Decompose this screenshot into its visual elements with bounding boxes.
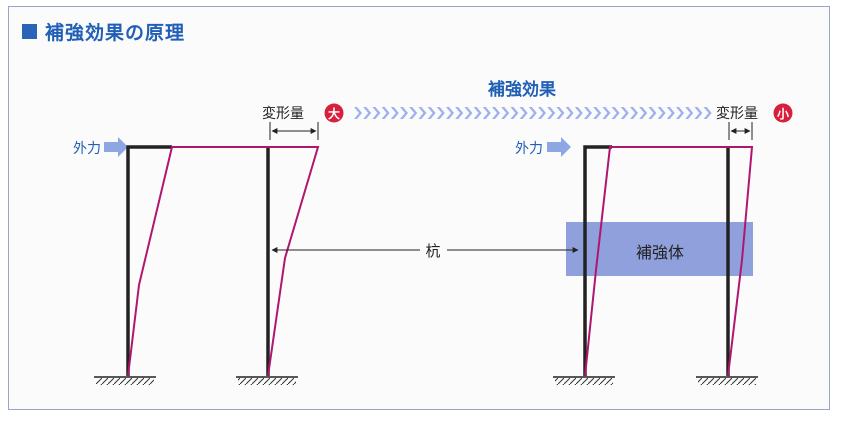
chevron-icon [482, 107, 491, 119]
pile-callout: 杭 [271, 242, 579, 260]
chevron-icon [676, 107, 684, 119]
ground-support-left-1 [94, 376, 156, 385]
external-force-left: 外力 [73, 137, 128, 157]
chevron-icon [528, 107, 537, 119]
chevron-icon [464, 107, 473, 119]
chevron-icon [510, 107, 519, 119]
deformation-dimension-right [728, 122, 753, 140]
reinforcement-label: 補強体 [636, 243, 684, 262]
large-badge: 大 [324, 103, 344, 123]
chevron-icon [381, 107, 390, 119]
external-force-right: 外力 [515, 137, 571, 157]
chevron-icon [593, 107, 602, 119]
chevron-icon [584, 107, 592, 119]
chevron-icon [418, 107, 427, 119]
deformation-label-right: 変形量 [716, 105, 758, 122]
small-badge: 小 [773, 103, 793, 123]
chevron-icon [565, 107, 574, 119]
svg-text:外力: 外力 [73, 141, 101, 157]
chevron-icon [363, 107, 372, 119]
chevron-icon [538, 107, 546, 119]
chevron-icon [657, 107, 666, 119]
diagram-title-bar: 補強効果の原理 [22, 18, 185, 45]
deformation-dimension-left [269, 122, 319, 140]
pile-label: 杭 [425, 242, 440, 260]
chevron-icon [574, 107, 583, 119]
ground-support-left-2 [236, 376, 298, 385]
chevron-icon [427, 107, 436, 119]
chevron-icon [685, 107, 694, 119]
svg-text:大: 大 [328, 106, 340, 121]
chevron-icon [556, 107, 565, 119]
chevron-icon [409, 107, 418, 119]
chevron-icon [611, 107, 620, 119]
chevron-icon [666, 107, 675, 119]
chevron-icon [354, 107, 362, 119]
chevron-icon [639, 107, 648, 119]
deformation-label-left: 変形量 [262, 105, 304, 122]
chevron-icon [630, 107, 638, 119]
frame-unreinforced [94, 145, 320, 385]
chevron-icon [602, 107, 611, 119]
chevron-icon [473, 107, 482, 119]
ground-support-right-2 [696, 376, 758, 385]
chevron-icon [372, 107, 381, 119]
diagram-frame [8, 6, 830, 410]
chevron-icon [620, 107, 629, 119]
chevron-icon [547, 107, 556, 119]
diagram-title: 補強効果の原理 [45, 22, 186, 44]
chevron-icon [446, 107, 454, 119]
chevron-icon [436, 107, 445, 119]
frame-reinforced: 補強体 [553, 145, 758, 385]
chevron-icon [501, 107, 510, 119]
chevron-icon [492, 107, 500, 119]
svg-text:外力: 外力 [515, 141, 543, 157]
chevron-icon [694, 107, 703, 119]
svg-text:小: 小 [777, 106, 789, 121]
chevron-icon [703, 107, 712, 119]
chevron-icon [519, 107, 528, 119]
chevron-icon [648, 107, 657, 119]
chevron-icon [390, 107, 399, 119]
ground-support-right-1 [553, 376, 615, 385]
title-square-icon [22, 24, 37, 39]
chevron-arrow-row [354, 107, 712, 119]
chevron-icon [455, 107, 464, 119]
effect-label: 補強効果 [487, 79, 556, 100]
chevron-icon [400, 107, 408, 119]
